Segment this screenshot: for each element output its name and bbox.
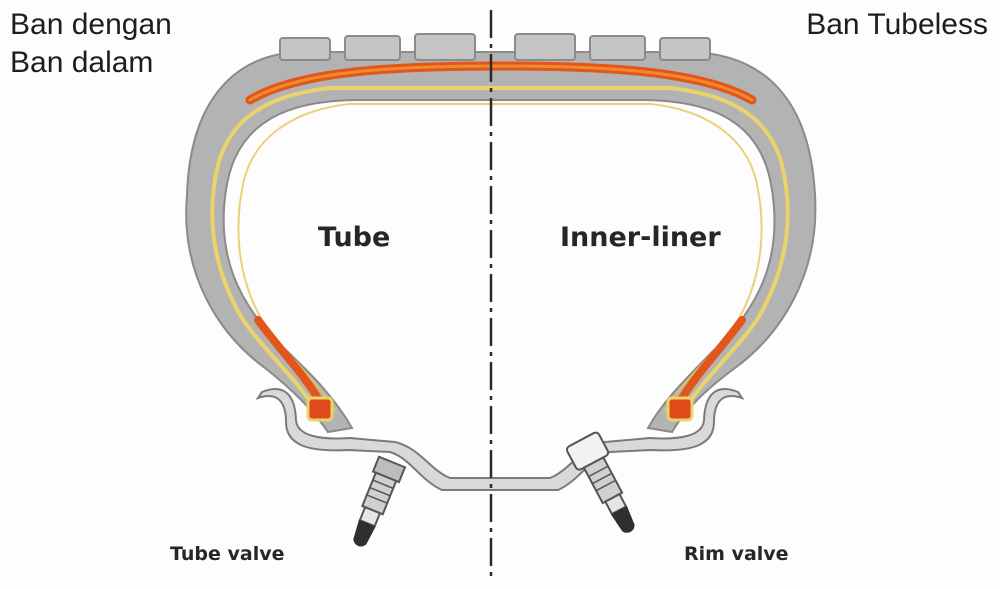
wheel-rim [255,388,745,491]
body-ply-inner [237,103,763,413]
body-ply [210,86,790,421]
label-rim-valve: Rim valve [684,543,789,565]
tire-casing [185,51,817,434]
bead-left [306,396,334,422]
sidewall-left-reinforcement [254,316,326,409]
title-tubeless-tire: Ban Tubeless [806,8,988,41]
label-tube-valve: Tube valve [170,543,285,565]
label-tube: Tube [318,222,391,253]
sidewall-right-reinforcement [674,316,746,409]
bead-right [666,396,694,422]
tread-blocks [279,33,711,61]
title-tube-tire: Ban dengan Ban dalam [10,8,172,79]
belt-highlight [248,64,754,102]
tube-valve-icon [353,455,407,547]
rim-valve-icon [565,431,635,533]
label-inner-liner: Inner-liner [560,222,721,253]
